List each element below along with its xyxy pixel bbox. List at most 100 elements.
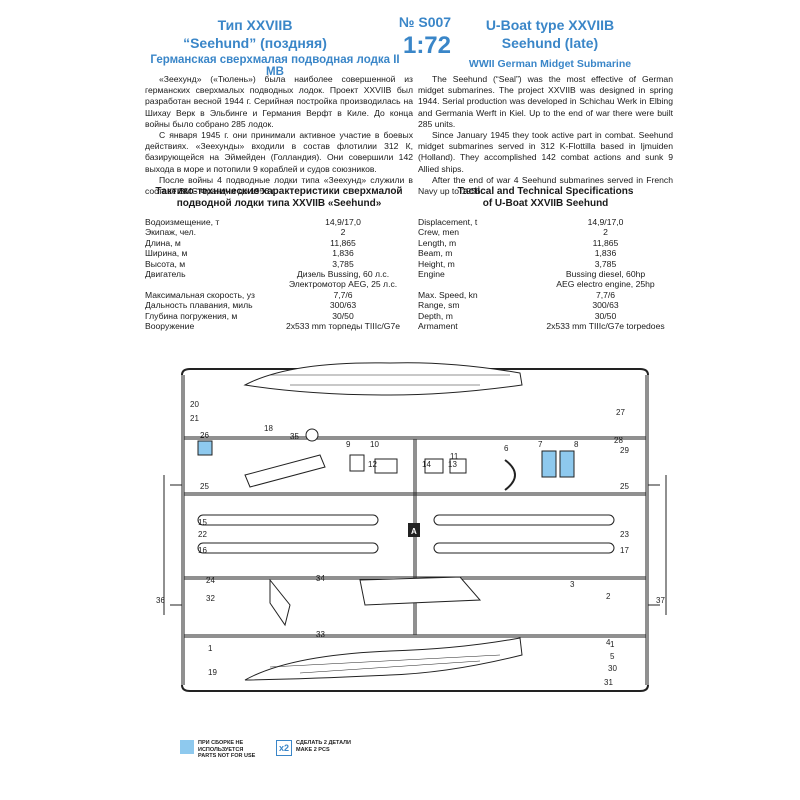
ru-spec-value: Электромотор AEG, 25 л.с. — [288, 279, 398, 290]
part-number: 23 — [620, 530, 629, 539]
legend-x2-text: СДЕЛАТЬ 2 ДЕТАЛИ MAKE 2 PCS — [296, 740, 376, 753]
ru-spec-value: 14,9/17,0 — [325, 217, 361, 227]
part-number: 9 — [346, 440, 351, 449]
ru-specs-title-line-1: Тактико-технические характеристики сверх… — [155, 186, 403, 197]
ru-spec-label: Глубина погружения, м — [145, 310, 238, 321]
part-number: 3 — [570, 580, 575, 589]
ru-spec-label: Водоизмещение, т — [145, 217, 220, 227]
en-spec-value: 2 — [603, 227, 608, 238]
ru-spec-value: 2 — [340, 227, 346, 238]
ru-spec-value: 300/63 — [329, 300, 357, 311]
ru-paragraph: После войны 4 подводные лодки типа «Зеех… — [145, 174, 413, 197]
part-number: 20 — [190, 400, 199, 409]
ru-spec-row: Водоизмещение, т 14,9/17,0 — [145, 217, 413, 227]
en-spec-value: 1,836 — [594, 248, 617, 259]
part-number: 16 — [198, 546, 207, 555]
en-spec-label: Armament — [418, 321, 458, 332]
en-subtitle: WWII German Midget Submarine — [468, 58, 632, 70]
en-spec-label: Engine — [418, 269, 445, 280]
ru-spec-label: Максимальная скорость, уз — [145, 289, 255, 300]
en-title-line-1: U-Boat type XXVIIB — [485, 17, 615, 33]
ru-spec-label: Экипаж, чел. — [145, 227, 197, 238]
part-number: 21 — [190, 414, 199, 423]
part-number: 6 — [504, 444, 509, 453]
hull-half-top — [243, 362, 523, 396]
small-part — [449, 458, 467, 474]
part-number: 37 — [656, 596, 665, 605]
part-number: 15 — [198, 518, 207, 527]
part-number: 22 — [198, 530, 207, 539]
ru-title-line-1: Тип XXVIIB — [217, 17, 293, 33]
part-number: 28 — [614, 436, 623, 445]
ru-spec-value: 30/50 — [332, 310, 354, 321]
ru-spec-label: Ширина, м — [145, 248, 188, 259]
en-spec-row: AEG electro engine, 25hp — [418, 279, 673, 289]
part-number: 30 — [608, 664, 617, 673]
en-spec-value: 300/63 — [592, 300, 619, 311]
part-number: 34 — [316, 574, 325, 583]
ru-specs-title-line-2: подводной лодки типа XXVIIB «Seehund» — [176, 198, 382, 209]
legend-x2-en: MAKE 2 PCS — [296, 746, 330, 753]
part-number: 19 — [208, 668, 217, 677]
en-spec-label: Beam, m — [418, 248, 453, 259]
part-number: 33 — [316, 630, 325, 639]
ru-spec-value: 7,7/6 — [333, 289, 353, 300]
en-history-text: The Seehund (“Seal”) was the most effect… — [418, 74, 673, 197]
ru-spec-value: 2х533 mm торпеды TIIIc/G7e — [285, 321, 401, 332]
unused-part — [559, 450, 575, 478]
en-spec-label: Displacement, t — [418, 217, 478, 227]
en-title: U-Boat type XXVIIB Seehund (late) — [470, 16, 630, 52]
hull-bottom-lines — [269, 654, 501, 674]
part-number: 29 — [620, 446, 629, 455]
unused-part — [541, 450, 557, 478]
ru-spec-label — [145, 279, 273, 289]
ru-subtitle: Германская сверхмалая подводная лодка II… — [150, 54, 400, 78]
ru-paragraph: С января 1945 г. они принимали активное … — [145, 130, 413, 174]
en-paragraph: The Seehund (“Seal”) was the most effect… — [418, 74, 673, 129]
small-part — [349, 454, 365, 472]
sprue-side-tab — [163, 475, 667, 615]
part-number: 32 — [206, 594, 215, 603]
part-number: 17 — [620, 546, 629, 555]
en-title-line-2: Seehund (late) — [501, 35, 599, 51]
prop-guard-part — [504, 459, 516, 491]
ru-paragraph: «Зеехунд» («Тюлень») была наиболее совер… — [145, 74, 413, 129]
part-numbers: 20 21 18 26 35 9 10 11 12 14 13 6 7 8 27… — [156, 400, 665, 687]
ru-title-line-2: “Seehund” (поздняя) — [183, 35, 327, 51]
sprue-runner — [184, 492, 646, 496]
sprue-diagram: 20 21 18 26 35 9 10 11 12 14 13 6 7 8 27… — [150, 355, 680, 695]
torpedo-part — [433, 514, 615, 526]
ru-spec-label: Длина, м — [145, 237, 181, 248]
en-spec-label: Crew, men — [418, 227, 460, 238]
legend-x2-ru: СДЕЛАТЬ 2 ДЕТАЛИ — [296, 740, 351, 746]
ru-spec-row: Экипаж, чел. 2 — [145, 227, 413, 237]
part-number: 5 — [610, 652, 615, 661]
ru-spec-value: Дизель Bussing, 60 л.с. — [296, 269, 390, 280]
en-specs-title-line-1: Tactical and Technical Specifications — [457, 186, 634, 197]
torpedo-part — [197, 542, 379, 554]
round-part — [305, 428, 319, 442]
en-spec-row: Crew, men 2 — [418, 227, 673, 237]
torpedo-part — [197, 514, 379, 526]
sprue-label-box — [408, 523, 420, 537]
part-number: 13 — [448, 460, 457, 469]
sprue-runner — [184, 634, 646, 638]
part-number: 4 — [606, 638, 611, 647]
en-spec-value: 30/50 — [594, 310, 617, 321]
sprue-svg: 20 21 18 26 35 9 10 11 12 14 13 6 7 8 27… — [156, 362, 667, 692]
sprue-side-gate — [170, 484, 660, 606]
legend-x2-badge: x2 — [276, 740, 292, 756]
en-spec-label: Height, m — [418, 258, 455, 269]
small-part — [374, 458, 398, 474]
ru-spec-label: Дальность плавания, миль — [145, 300, 253, 311]
fin-part — [359, 576, 482, 606]
en-paragraph: After the end of war 4 Seehund submarine… — [418, 174, 673, 197]
kit-scale: 1:72 — [402, 32, 452, 59]
